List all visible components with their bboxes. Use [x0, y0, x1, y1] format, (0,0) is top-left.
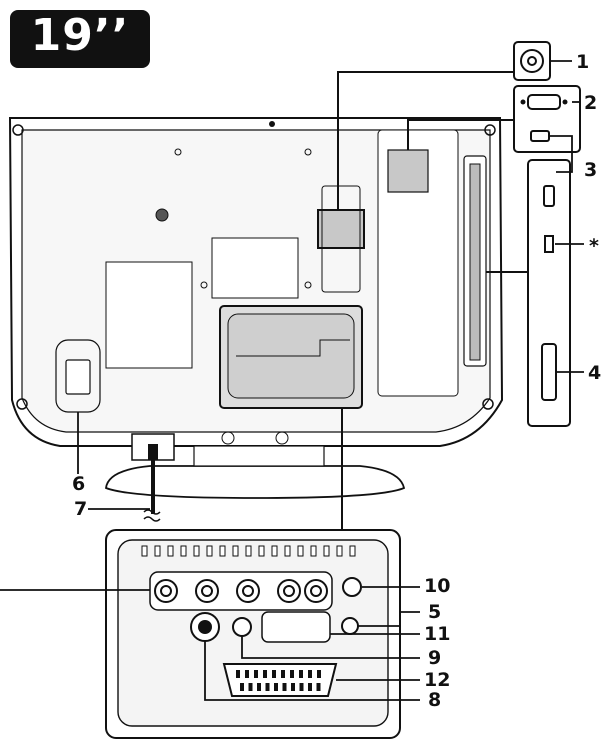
vent-slot: [141, 545, 148, 557]
av-jack-inner: [201, 585, 213, 597]
scart-pin: [236, 670, 240, 678]
hdmi-top-icon: [530, 130, 550, 142]
av-jack-inner: [310, 585, 322, 597]
scart-pin: [308, 683, 312, 691]
scart-pin: [316, 683, 321, 691]
leader-lines: [0, 60, 584, 701]
vent-slot: [167, 545, 174, 557]
av-jack-icon: [236, 579, 260, 603]
callout-9: 9: [428, 647, 441, 669]
av-jack-inner: [283, 585, 295, 597]
antenna-input-icon: [520, 49, 544, 73]
callout-star: *: [589, 235, 599, 257]
callout-11: 11: [424, 623, 450, 645]
callout-2: 2: [584, 92, 597, 114]
scart-pin: [290, 670, 294, 678]
scart-pin: [299, 670, 303, 678]
vent-slot: [336, 545, 343, 557]
scart-pin: [291, 683, 295, 691]
scart-pin: [317, 670, 321, 678]
vent-slot: [154, 545, 161, 557]
screen-size-badge: 19’’: [10, 10, 150, 68]
screen-size-label: 19’’: [30, 10, 130, 61]
scart-pin: [272, 670, 276, 678]
av-jack-icon: [195, 579, 219, 603]
vent-slot: [180, 545, 187, 557]
hdmi-side-icon: [543, 185, 555, 207]
scart-pin: [263, 670, 267, 678]
callout-7: 7: [74, 498, 87, 520]
vent-slot: [323, 545, 330, 557]
callout-8: 8: [428, 689, 441, 711]
vent-slot: [193, 545, 200, 557]
callout-3: 3: [584, 159, 597, 181]
scart-pin: [265, 683, 270, 691]
callout-5: 5: [428, 601, 441, 623]
vent-slot: [219, 545, 226, 557]
scart-pin: [248, 683, 253, 691]
scart-pin: [282, 683, 287, 691]
vent-slot: [284, 545, 291, 557]
av-jack-icon: [277, 579, 301, 603]
vent-slot: [297, 545, 304, 557]
vga-port-icon: [527, 94, 561, 110]
callout-10: 10: [424, 575, 450, 597]
audio-jack-group: [261, 611, 331, 643]
sd-card-slot-icon: [541, 343, 557, 401]
headphone-jack-icon: [341, 617, 359, 635]
av-jack-inner: [242, 585, 254, 597]
scart-pin: [257, 683, 261, 691]
av-jack-icon: [154, 579, 178, 603]
vent-slot: [310, 545, 317, 557]
av-jack-inner: [160, 585, 172, 597]
scart-pin: [299, 683, 304, 691]
callout-6: 6: [72, 473, 85, 495]
vent-slot: [271, 545, 278, 557]
av-jack-icon: [304, 579, 328, 603]
vent-slot: [258, 545, 265, 557]
scart-pin: [245, 670, 249, 678]
scart-pin: [254, 670, 258, 678]
usb-port-icon: [544, 235, 554, 253]
scart-pin: [281, 670, 285, 678]
side-panel-inset: [527, 159, 571, 427]
scart-pin: [274, 683, 278, 691]
vent-slot: [206, 545, 213, 557]
vent-slot: [245, 545, 252, 557]
tv-stand: [105, 433, 406, 499]
digital-audio-jack-icon: [342, 577, 362, 597]
callout-12: 12: [424, 669, 450, 691]
scart-connector-icon: [222, 663, 338, 697]
tv-back-panel: [8, 117, 504, 447]
scart-pin: [240, 683, 244, 691]
callout-1: 1: [576, 51, 589, 73]
vent-slot: [349, 545, 356, 557]
vent-slot: [232, 545, 239, 557]
scart-pin: [308, 670, 312, 678]
video-jack-icon: [232, 617, 252, 637]
vent-slots: [141, 545, 356, 557]
callout-4: 4: [588, 362, 601, 384]
